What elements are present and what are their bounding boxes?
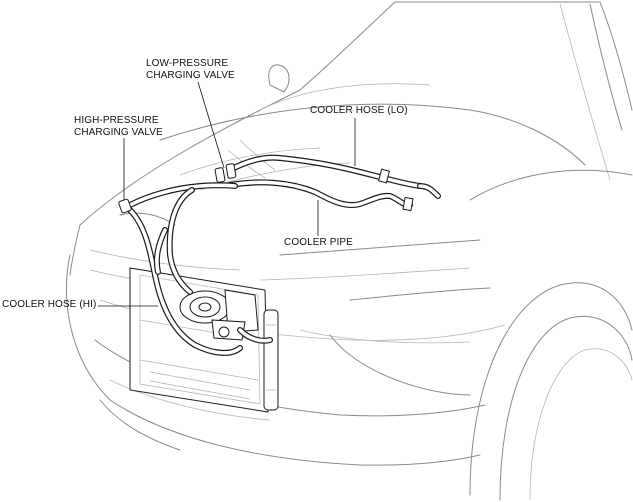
- leader-lines: [98, 81, 356, 307]
- label-low-pressure-charging-valve: LOW-PRESSURE CHARGING VALVE: [146, 58, 235, 81]
- label-cooler-hose-lo: COOLER HOSE (LO): [310, 105, 408, 116]
- label-cooler-pipe: COOLER PIPE: [284, 237, 353, 248]
- compressor: [179, 289, 259, 341]
- label-high-pressure-charging-valve: HIGH-PRESSURE CHARGING VALVE: [74, 115, 163, 138]
- refrigerant-lines: [127, 154, 441, 356]
- label-cooler-hose-hi: COOLER HOSE (HI): [2, 299, 97, 310]
- charging-valves: [118, 163, 237, 214]
